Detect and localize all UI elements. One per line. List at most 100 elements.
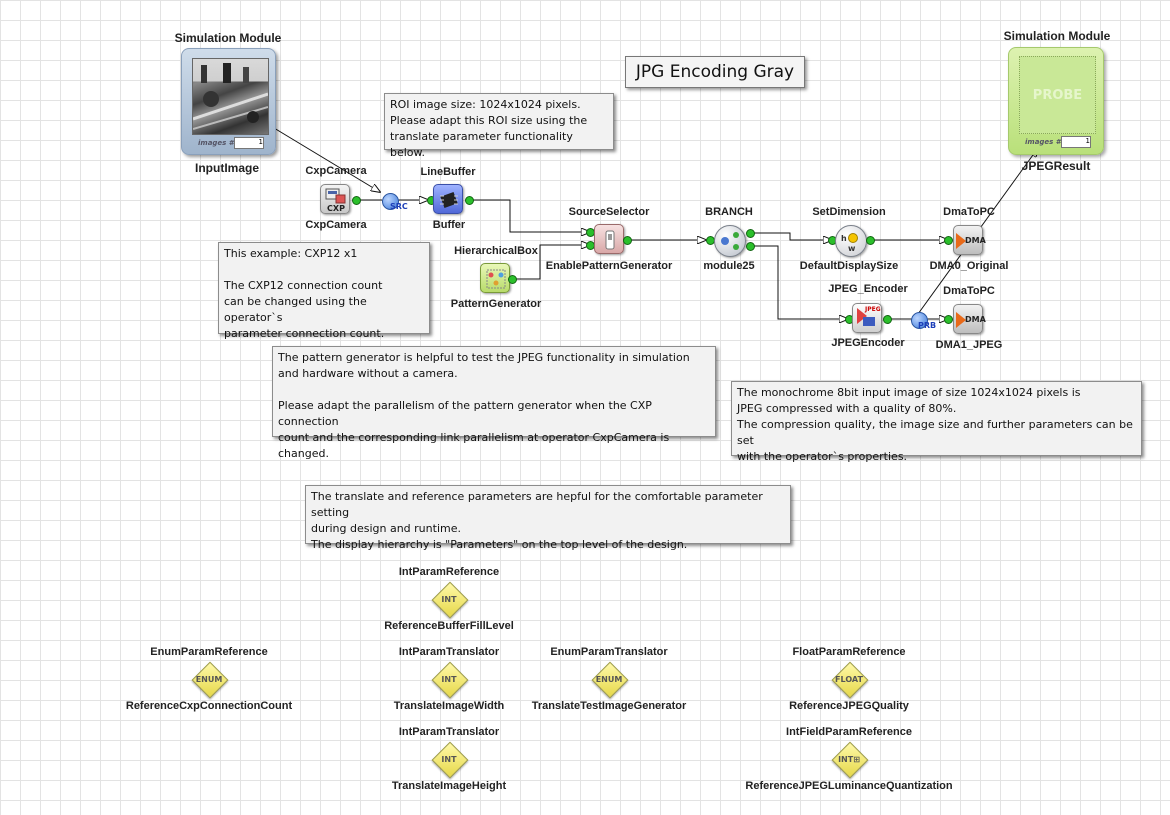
prb-port[interactable]: [911, 312, 928, 329]
result-images-count: 1: [1061, 136, 1091, 148]
param-type-label: IntParamTranslator: [398, 726, 500, 738]
param-name-label: ReferenceBufferFillLevel: [384, 620, 514, 632]
prb-port-label: PRB: [918, 321, 937, 330]
branch-out1-dot: [746, 229, 755, 238]
dma1-icon-text: DMA: [965, 315, 986, 324]
param-name-label: ReferenceJPEGQuality: [789, 700, 909, 712]
dma1-type-label: DmaToPC: [943, 285, 995, 297]
buffer-type-label: LineBuffer: [420, 166, 476, 178]
dma0-type-label: DmaToPC: [943, 206, 995, 218]
result-sim-header: Simulation Module: [1003, 29, 1111, 43]
param-type-label: FloatParamReference: [792, 646, 906, 658]
dma-arrow-icon: [956, 312, 966, 328]
branch-icon: [721, 232, 739, 250]
dma0-name: DMA0_Original: [929, 260, 1009, 272]
setdim-type-label: SetDimension: [812, 206, 886, 218]
hierarchy-icon: [486, 269, 506, 289]
link-hbox-to-selector: [512, 245, 590, 280]
jpeg-out-dot: [883, 315, 892, 324]
param-name-label: TranslateImageHeight: [391, 780, 507, 792]
dma0-in-dot: [944, 236, 953, 245]
param-kind-label: FLOAT: [835, 675, 863, 684]
pattern-generator-box[interactable]: [480, 263, 510, 293]
src-port-label: SRC: [390, 202, 408, 211]
svg-text:h: h: [841, 234, 847, 243]
input-image-module[interactable]: images # 1: [181, 48, 276, 155]
param-kind-label: INT⊞: [838, 755, 860, 764]
param-kind-label: INT: [441, 595, 457, 604]
design-title-text: JPG Encoding Gray: [635, 62, 795, 82]
branch-out2-dot: [746, 242, 755, 251]
input-images-count: 1: [234, 137, 264, 149]
dma0-operator[interactable]: DMA: [953, 225, 986, 255]
cxp-type-label: CxpCamera: [305, 165, 367, 177]
selector-out-dot: [623, 236, 632, 245]
src-port[interactable]: [382, 193, 399, 210]
translate-note: The translate and reference parameters a…: [305, 485, 791, 551]
line-buffer-operator[interactable]: [433, 184, 463, 214]
jpeg-icon: [857, 308, 875, 326]
hbox-out-dot: [508, 275, 517, 284]
jpeg-encoder-operator[interactable]: JPEG: [852, 303, 882, 333]
dma1-operator[interactable]: DMA: [953, 304, 986, 334]
dma-arrow-icon: [956, 233, 966, 249]
probe-label: PROBE: [1032, 87, 1083, 103]
jpeg-type-label: JPEG_Encoder: [828, 283, 908, 295]
input-images-label: images #: [198, 139, 234, 147]
link-buffer-to-selector: [468, 199, 590, 232]
jpeg-result-module[interactable]: PROBE images # 1: [1008, 47, 1104, 155]
mono-note: The monochrome 8bit input image of size …: [731, 381, 1142, 463]
param-name-label: ReferenceJPEGLuminanceQuantization: [745, 780, 953, 792]
link-branch-to-setdim: [750, 232, 832, 240]
source-selector-operator[interactable]: [594, 224, 624, 254]
param-type-label: EnumParamTranslator: [550, 646, 668, 658]
param-type-label: EnumParamReference: [150, 646, 268, 658]
roi-note: ROI image size: 1024x1024 pixels. Please…: [384, 93, 614, 159]
input-image-thumbnail: [192, 58, 269, 135]
cxp-icon-text: CXP: [327, 204, 345, 213]
param-type-label: IntFieldParamReference: [786, 726, 912, 738]
dimension-icon: h w: [841, 233, 858, 253]
result-images-label: images #: [1025, 138, 1061, 146]
dma1-in-dot: [944, 315, 953, 324]
buffer-out-dot: [465, 196, 474, 205]
selector-type-label: SourceSelector: [568, 206, 650, 218]
param-name-label: TranslateTestImageGenerator: [531, 700, 687, 712]
cxp-port-dot: [352, 196, 361, 205]
setdim-out-dot: [866, 236, 875, 245]
hbox-type-label: HierarchicalBox: [454, 245, 538, 257]
param-kind-label: ENUM: [195, 675, 223, 684]
cxp-camera-name: CxpCamera: [305, 219, 367, 231]
hbox-name: PatternGenerator: [450, 298, 542, 310]
setdim-name: DefaultDisplaySize: [799, 260, 899, 272]
dma1-name: DMA1_JPEG: [935, 339, 1003, 351]
param-name-label: ReferenceCxpConnectionCount: [125, 700, 293, 712]
input-sim-header: Simulation Module: [174, 31, 282, 45]
probe-area: PROBE: [1019, 56, 1096, 134]
branch-name: module25: [703, 260, 755, 272]
set-dimension-operator[interactable]: h w: [835, 225, 867, 257]
param-kind-label: INT: [441, 675, 457, 684]
jpeg-icon-text: JPEG: [865, 306, 881, 313]
svg-text:w: w: [848, 244, 856, 253]
jpeg-name: JPEGEncoder: [831, 337, 905, 349]
param-type-label: IntParamTranslator: [398, 646, 500, 658]
design-title: JPG Encoding Gray: [625, 56, 805, 88]
param-kind-label: INT: [441, 755, 457, 764]
branch-type-label: BRANCH: [705, 206, 753, 218]
link-branch-to-jpeg: [750, 245, 848, 319]
pattern-note: The pattern generator is helpful to test…: [272, 346, 716, 460]
selector-name: EnablePatternGenerator: [545, 260, 673, 272]
param-name-label: TranslateImageWidth: [393, 700, 505, 712]
jpeg-result-name: JPEGResult: [1021, 159, 1091, 173]
camera-icon: [325, 188, 346, 204]
link-input-to-src: [273, 127, 380, 192]
input-image-name: InputImage: [194, 161, 260, 175]
chip-icon: [440, 191, 458, 209]
switch-icon: [605, 230, 615, 250]
dma0-icon-text: DMA: [965, 236, 986, 245]
param-type-label: IntParamReference: [398, 566, 500, 578]
cxp-camera-operator[interactable]: CXP: [320, 184, 350, 214]
branch-operator[interactable]: [714, 225, 746, 257]
buffer-name: Buffer: [432, 219, 466, 231]
